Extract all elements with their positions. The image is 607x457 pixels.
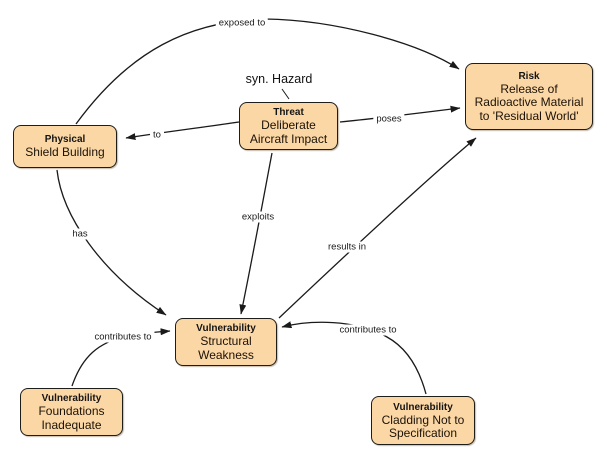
node-threat-deliberate-aircraft-impact[interactable]: Threat Deliberate Aircraft Impact [239,102,338,150]
edge-label-exploits[interactable]: exploits [238,211,278,223]
edge-label-exposed-to[interactable]: exposed to [215,17,269,29]
edge-line-results-in[interactable] [278,137,477,319]
annotation-connector-line [281,88,290,100]
node-physical-shield-building[interactable]: Physical Shield Building [13,125,117,168]
node-vulnerability-cladding-not-to-specification[interactable]: Vulnerability Cladding Not to Specificat… [371,396,475,445]
node-risk-release-of-radioactive-material[interactable]: Risk Release of Radioactive Material to … [465,63,593,130]
node-label: Shield Building [25,145,105,160]
node-type-label: Vulnerability [393,401,453,413]
edge-label-contributes-to-left[interactable]: contributes to [91,331,155,343]
node-label: Foundations Inadequate [38,404,105,432]
node-type-label: Risk [518,70,540,82]
node-vulnerability-structural-weakness[interactable]: Vulnerability Structural Weakness [175,318,277,366]
node-label: Structural Weakness [198,334,254,362]
edge-label-poses[interactable]: poses [373,113,405,125]
edge-label-has[interactable]: has [69,228,91,240]
annotation-syn-hazard[interactable]: syn. Hazard [243,72,315,86]
edge-label-results-in[interactable]: results in [324,241,370,253]
node-type-label: Vulnerability [41,393,102,404]
edge-label-contributes-to-right[interactable]: contributes to [336,324,400,336]
node-label: Release of Radioactive Material to 'Resi… [474,81,584,123]
edge-line-has[interactable] [56,169,167,316]
node-label: Cladding Not to Specification [381,412,465,440]
node-type-label: Vulnerability [196,323,256,334]
node-label: Deliberate Aircraft Impact [249,118,328,146]
edge-line-to[interactable] [125,121,240,141]
node-vulnerability-foundations-inadequate[interactable]: Vulnerability Foundations Inadequate [20,388,123,436]
node-type-label: Physical [44,134,86,146]
edge-line-exploits[interactable] [239,152,273,315]
edge-label-to[interactable]: to [150,129,164,141]
edge-line-contributes-to-right[interactable] [281,321,427,395]
node-type-label: Threat [273,107,304,118]
